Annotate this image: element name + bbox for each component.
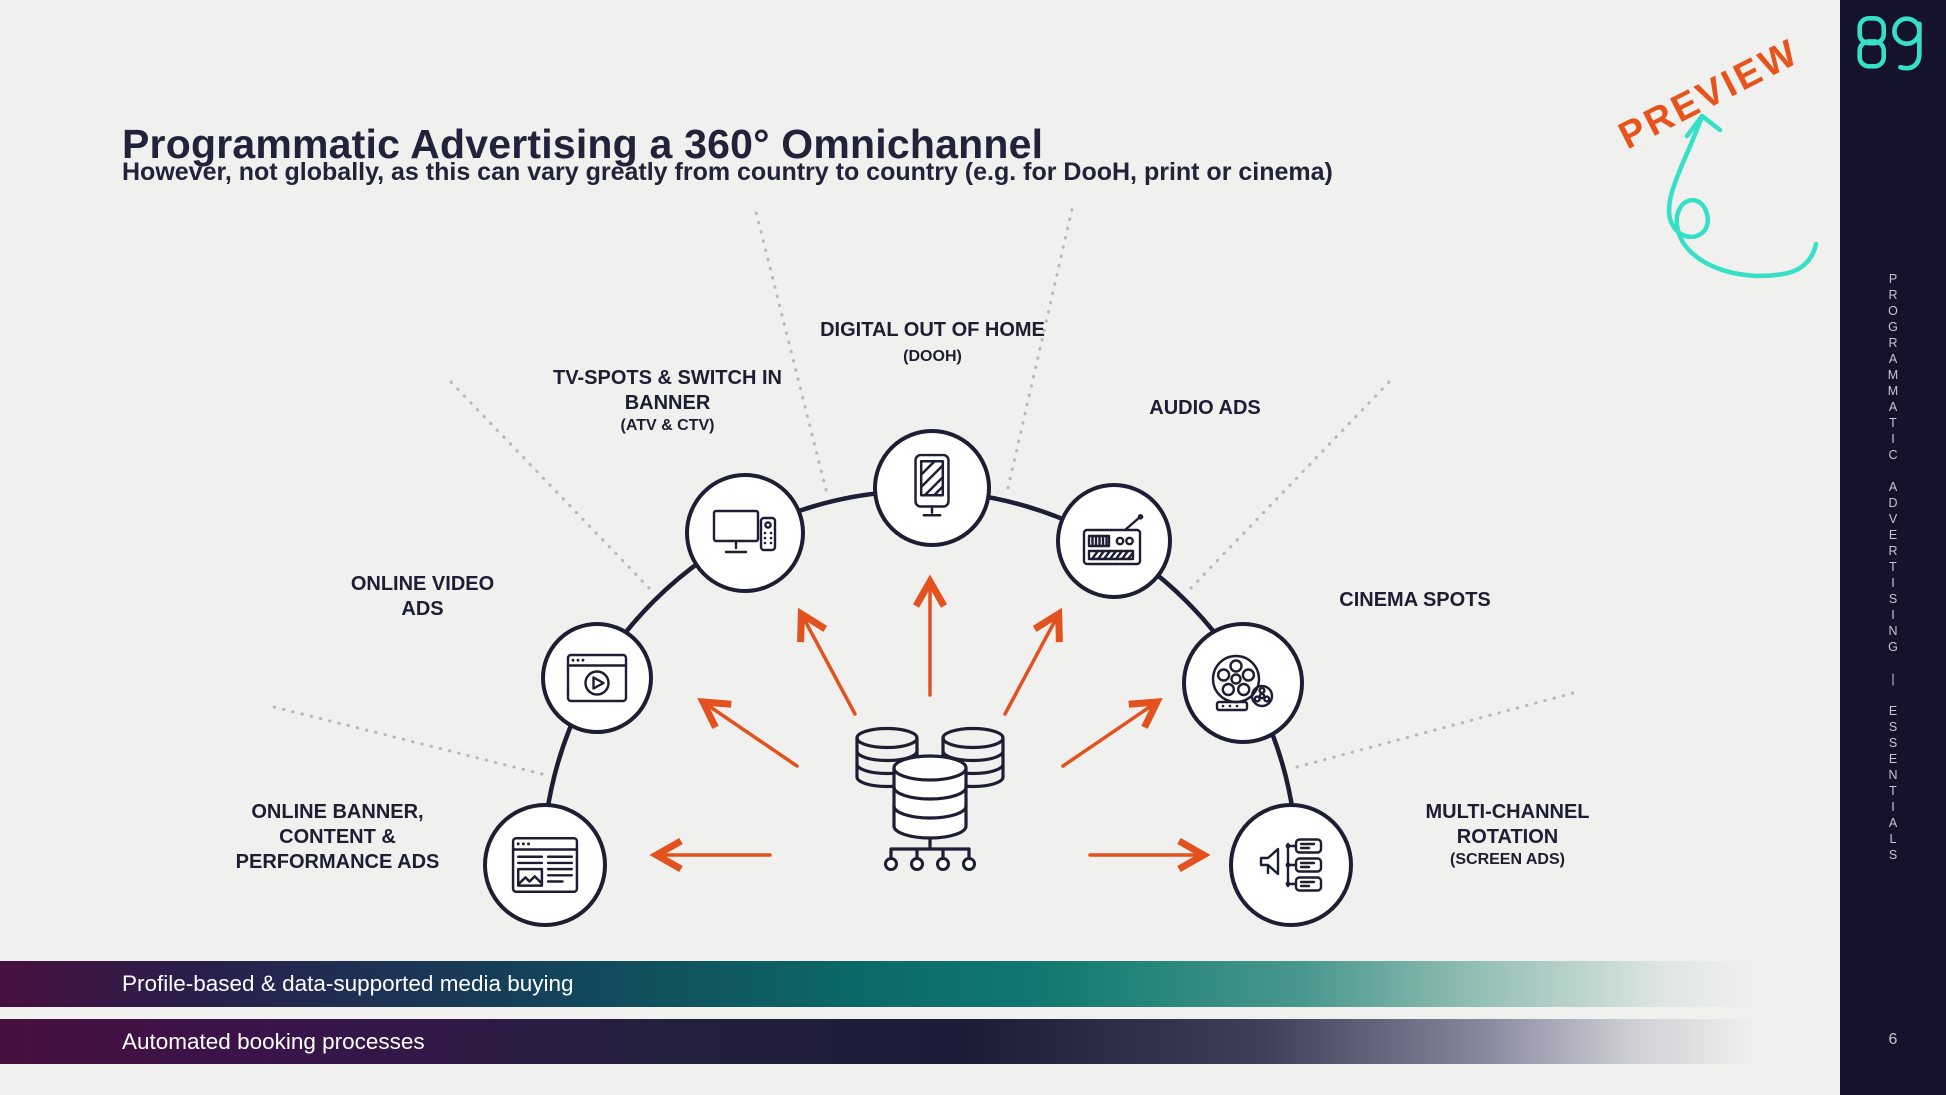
bar-label: Automated booking processes (122, 1028, 425, 1054)
node-online-video (541, 622, 653, 734)
label-online-video: ONLINE VIDEO ADS (330, 572, 515, 622)
label-text: MULTI-CHANNEL ROTATION (1425, 801, 1590, 848)
database-hub (835, 722, 1025, 887)
label-sub-text: (SCREEN ADS) (1450, 851, 1565, 868)
megaphone-playlist-icon (1259, 838, 1323, 892)
label-text: ONLINE BANNER, CONTENT & PERFORMANCE ADS (235, 801, 440, 873)
preview-arrow-icon (1666, 113, 1819, 279)
bar-automated-booking: Automated booking processes (0, 1019, 1756, 1064)
node-dooh (873, 429, 991, 547)
label-text: TV-SPOTS & SWITCH IN BANNER (553, 367, 782, 414)
video-player-icon (566, 653, 628, 703)
label-audio: AUDIO ADS (1105, 396, 1305, 421)
sidebar-vertical-label: PROGRAMMATIC ADVERTISING | ESSENTIALS (1886, 272, 1900, 864)
brand-logo (1856, 14, 1930, 83)
label-text: CINEMA SPOTS (1339, 589, 1491, 611)
digital-signage-icon (914, 453, 950, 517)
browser-banner-icon (511, 836, 579, 894)
node-audio (1056, 483, 1172, 599)
sidebar: PROGRAMMATIC ADVERTISING | ESSENTIALS 6 (1840, 0, 1946, 1095)
label-online-banner: ONLINE BANNER, CONTENT & PERFORMANCE ADS (210, 800, 465, 875)
node-cinema (1182, 622, 1304, 744)
label-sub-text: (ATV & CTV) (620, 417, 715, 434)
node-tv-spots (685, 473, 805, 593)
node-multi-channel (1229, 803, 1353, 927)
database-network-icon (855, 726, 1005, 871)
film-reel-icon (1211, 654, 1274, 712)
page-title: Programmatic Advertising a 360° Omnichan… (122, 121, 1044, 168)
tv-remote-icon (712, 509, 777, 554)
page-number: 6 (1888, 1031, 1898, 1048)
label-multi-channel: MULTI-CHANNEL ROTATION (SCREEN ADS) (1400, 800, 1615, 870)
label-text: AUDIO ADS (1149, 397, 1261, 419)
label-cinema: CINEMA SPOTS (1315, 588, 1515, 613)
label-sub-text: (DOOH) (903, 348, 962, 365)
page-subtitle: However, not globally, as this can vary … (122, 158, 1333, 186)
label-text: ONLINE VIDEO ADS (350, 573, 495, 620)
node-online-banner (483, 803, 607, 927)
bar-label: Profile-based & data-supported media buy… (122, 971, 574, 996)
logo-icon (1857, 15, 1922, 71)
label-tv-spots: TV-SPOTS & SWITCH IN BANNER (ATV & CTV) (545, 366, 790, 436)
bar-profile-based-media-buying: Profile-based & data-supported media buy… (0, 961, 1756, 1007)
radio-icon (1082, 514, 1144, 566)
label-dooh: DIGITAL OUT OF HOME (DOOH) (820, 318, 1045, 368)
label-text: DIGITAL OUT OF HOME (820, 319, 1045, 341)
